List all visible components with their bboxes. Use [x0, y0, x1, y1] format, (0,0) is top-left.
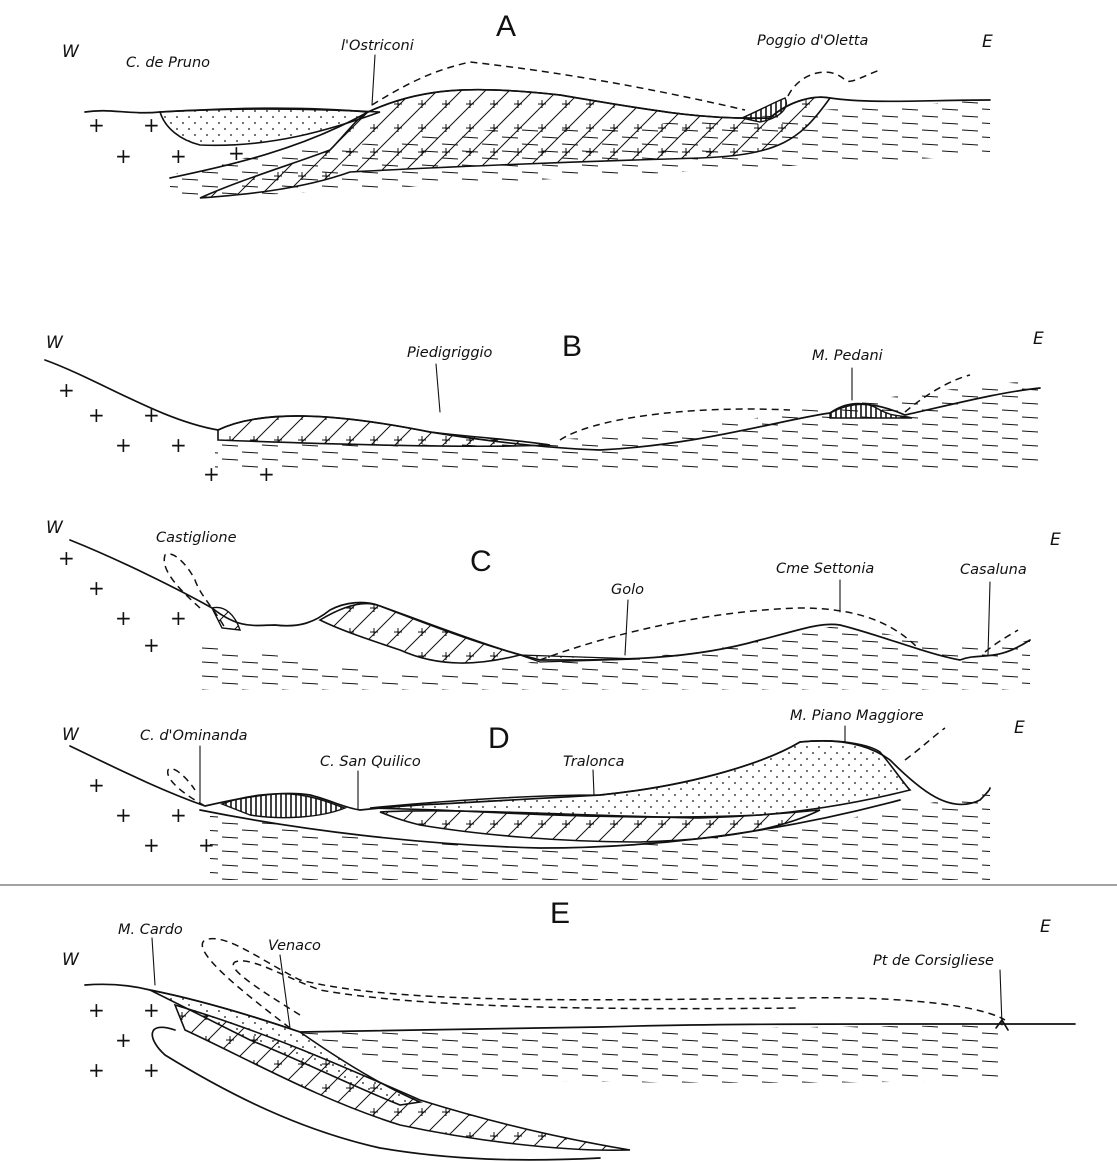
section-e: E W E M. Cardo Venaco Pt de Corsigliese …	[62, 897, 1075, 1160]
granite-cross-b5: +	[170, 433, 187, 457]
section-c-title: C	[470, 545, 492, 578]
leader-line-venaco	[280, 955, 290, 1028]
crystalline-body-a	[200, 90, 830, 198]
granite-cross-e2: +	[143, 998, 160, 1022]
place-label-piedigriggio: Piedigriggio	[407, 345, 493, 361]
granite-cross-b7: +	[258, 462, 275, 486]
section-c: C W E Castiglione Golo Cme Settonia Casa…	[46, 518, 1061, 690]
eroded-nappe-outer-e	[202, 939, 1005, 1028]
granite-cross-c3: +	[115, 606, 132, 630]
section-d: D W E C. d'Ominanda C. San Quilico Tralo…	[62, 708, 1025, 880]
crystalline-body-c	[320, 604, 520, 663]
granite-cross-c4: +	[170, 606, 187, 630]
leader-line-m-cardo	[152, 938, 155, 985]
granite-cross-e1: +	[88, 998, 105, 1022]
section-a-west-label: W	[62, 42, 80, 62]
granite-cross-c5: +	[143, 633, 160, 657]
section-c-east-label: E	[1050, 530, 1061, 550]
section-a-title: A	[496, 10, 516, 43]
granite-cross-a3: +	[115, 144, 132, 168]
granite-cross-d2: +	[115, 803, 132, 827]
eroded-nappe-inner-e	[233, 961, 800, 1015]
place-label-c-san-quilico: C. San Quilico	[320, 754, 421, 770]
section-b-west-label: W	[46, 333, 64, 353]
granite-cross-b2: +	[88, 403, 105, 427]
place-label-cme-settonia: Cme Settonia	[776, 561, 874, 577]
section-d-west-label: W	[62, 725, 80, 745]
granite-cross-a1: +	[88, 113, 105, 137]
granite-cross-a2: +	[143, 113, 160, 137]
granite-cross-d5: +	[198, 833, 215, 857]
eroded-fold-d	[168, 769, 205, 806]
place-label-pt-de-corsigliese: Pt de Corsigliese	[873, 953, 994, 969]
section-e-west-label: W	[62, 950, 80, 970]
section-d-east-label: E	[1014, 718, 1025, 738]
eroded-fold-a	[788, 70, 880, 96]
section-b: B W E Piedigriggio M. Pedani + + + + + +…	[45, 329, 1044, 486]
granite-cross-b4: +	[115, 433, 132, 457]
place-label-poggio-d-oletta: Poggio d'Oletta	[757, 33, 868, 49]
place-label-golo: Golo	[611, 582, 644, 598]
schist-fill-e	[300, 1025, 1000, 1083]
leader-line-tralonca	[593, 770, 594, 795]
granite-cross-c2: +	[88, 576, 105, 600]
section-b-east-label: E	[1033, 329, 1044, 349]
granite-cross-b6: +	[203, 462, 220, 486]
granite-cross-d1: +	[88, 773, 105, 797]
granite-cross-c1: +	[58, 546, 75, 570]
place-label-c-d-ominanda: C. d'Ominanda	[140, 728, 247, 744]
place-label-m-piano-maggiore: M. Piano Maggiore	[790, 708, 924, 724]
granite-cross-e3: +	[115, 1028, 132, 1052]
place-label-m-pedani: M. Pedani	[812, 348, 883, 364]
place-label-tralonca: Tralonca	[563, 754, 625, 770]
granite-cross-b3: +	[143, 403, 160, 427]
section-b-title: B	[562, 330, 582, 363]
granite-cross-d3: +	[170, 803, 187, 827]
section-a-east-label: E	[982, 32, 993, 52]
leader-line-casaluna	[988, 582, 990, 655]
granite-cross-e4: +	[88, 1058, 105, 1082]
eroded-arc-d	[905, 728, 945, 760]
place-label-c-de-pruno: C. de Pruno	[126, 55, 210, 71]
granite-cross-a4: +	[170, 144, 187, 168]
place-label-casaluna: Casaluna	[960, 562, 1027, 578]
granite-cross-a5: +	[228, 141, 245, 165]
place-label-ostriconi: l'Ostriconi	[341, 38, 414, 54]
granite-cross-e5: +	[143, 1058, 160, 1082]
schist-fill-c	[200, 625, 1030, 690]
place-label-castiglione: Castiglione	[156, 530, 237, 546]
leader-line-golo	[625, 600, 628, 655]
leader-line-piedigriggio	[436, 364, 440, 412]
section-a: A W E C. de Pruno l'Ostriconi Poggio d'O…	[62, 10, 993, 200]
leader-line-ostriconi	[372, 55, 375, 105]
granite-cross-b1: +	[58, 378, 75, 402]
place-label-venaco: Venaco	[268, 938, 321, 954]
section-e-east-label: E	[1040, 917, 1051, 937]
sandstone-body-d	[370, 741, 910, 817]
section-d-title: D	[488, 722, 510, 755]
section-c-west-label: W	[46, 518, 64, 538]
section-e-title: E	[550, 897, 570, 930]
place-label-m-cardo: M. Cardo	[118, 922, 183, 938]
limestone-lens-d	[222, 794, 345, 818]
granite-cross-d4: +	[143, 833, 160, 857]
